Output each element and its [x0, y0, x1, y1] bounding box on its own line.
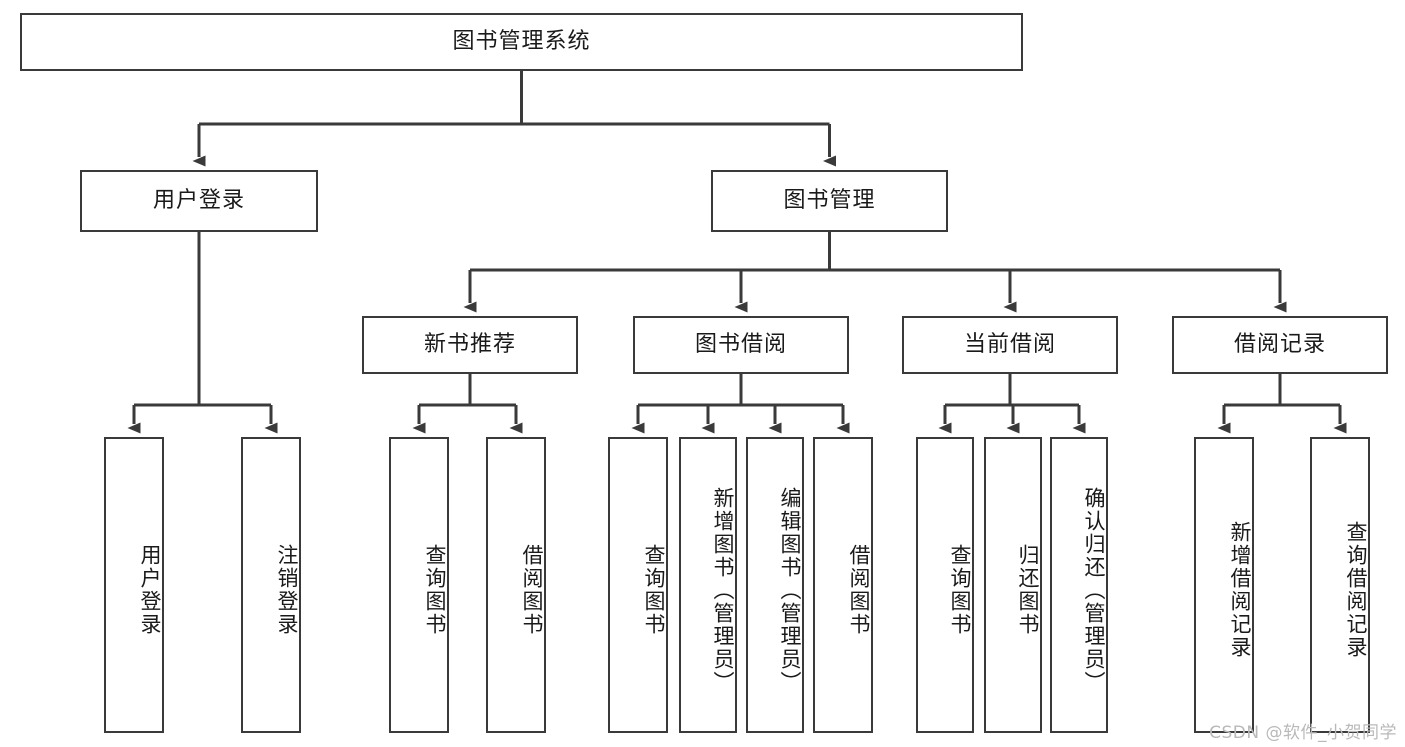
leaf-add-record-label: 新增借阅记录: [1228, 521, 1252, 659]
leaf-edit-book[interactable]: 编辑图书（管理员）: [746, 437, 804, 733]
leaf-borrow-book[interactable]: 借阅图书: [813, 437, 873, 733]
leaf-user-login-label: 用户登录: [138, 544, 162, 636]
node-book-borrow[interactable]: 图书借阅: [633, 316, 849, 374]
leaf-add-record[interactable]: 新增借阅记录: [1194, 437, 1254, 733]
watermark: CSDN @软件_小贺同学: [1209, 723, 1397, 743]
leaf-return-book-label: 归还图书: [1016, 544, 1040, 636]
leaf-query-book-current-label: 查询图书: [948, 544, 972, 636]
leaf-query-record-label: 查询借阅记录: [1344, 521, 1368, 659]
node-new-book-rec-label: 新书推荐: [423, 331, 516, 357]
leaf-query-record[interactable]: 查询借阅记录: [1310, 437, 1370, 733]
leaf-borrow-book-rec-label: 借阅图书: [520, 544, 544, 636]
leaf-borrow-book-rec[interactable]: 借阅图书: [486, 437, 546, 733]
node-user-login[interactable]: 用户登录: [80, 170, 318, 232]
leaf-query-book-current[interactable]: 查询图书: [916, 437, 974, 733]
leaf-confirm-return[interactable]: 确认归还（管理员）: [1050, 437, 1108, 733]
leaf-user-login[interactable]: 用户登录: [104, 437, 164, 733]
leaf-return-book[interactable]: 归还图书: [984, 437, 1042, 733]
leaf-query-book-rec-label: 查询图书: [423, 544, 447, 636]
node-new-book-rec[interactable]: 新书推荐: [362, 316, 578, 374]
node-book-borrow-label: 图书借阅: [694, 331, 787, 357]
leaf-borrow-book-label: 借阅图书: [847, 544, 871, 636]
leaf-logout[interactable]: 注销登录: [241, 437, 301, 733]
leaf-add-book[interactable]: 新增图书（管理员）: [679, 437, 737, 733]
node-borrow-record-label: 借阅记录: [1233, 331, 1326, 357]
node-book-manage-label: 图书管理: [783, 187, 876, 213]
leaf-logout-label: 注销登录: [275, 544, 299, 636]
node-current-borrow[interactable]: 当前借阅: [902, 316, 1118, 374]
node-user-login-label: 用户登录: [152, 187, 245, 213]
leaf-query-book-borrow[interactable]: 查询图书: [608, 437, 668, 733]
leaf-query-book-rec[interactable]: 查询图书: [389, 437, 449, 733]
leaf-edit-book-label: 编辑图书（管理员）: [778, 486, 802, 694]
leaf-query-book-borrow-label: 查询图书: [642, 544, 666, 636]
node-current-borrow-label: 当前借阅: [963, 331, 1056, 357]
leaf-add-book-label: 新增图书（管理员）: [711, 486, 735, 694]
node-book-manage[interactable]: 图书管理: [711, 170, 948, 232]
leaf-confirm-return-label: 确认归还（管理员）: [1082, 486, 1106, 694]
node-root-label: 图书管理系统: [452, 28, 591, 54]
node-borrow-record[interactable]: 借阅记录: [1172, 316, 1388, 374]
node-root[interactable]: 图书管理系统: [20, 13, 1023, 71]
